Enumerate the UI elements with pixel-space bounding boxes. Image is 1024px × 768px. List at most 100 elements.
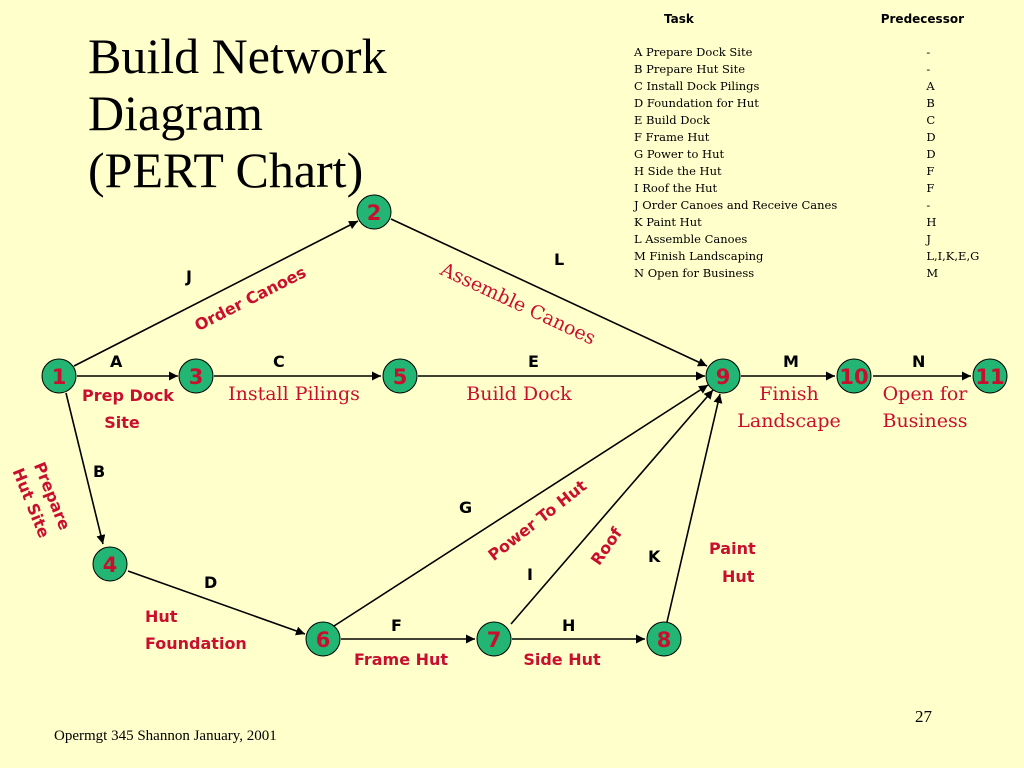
activity-letter-a: A — [110, 352, 123, 371]
predecessor-cell: F — [926, 181, 935, 195]
node-number: 3 — [189, 365, 204, 389]
activity-labels-serif: Install Pilings Build Dock Finish Landsc… — [228, 258, 968, 432]
slide-title: Build Network Diagram (PERT Chart) — [88, 28, 387, 199]
activity-letter-k: K — [648, 547, 661, 566]
task-cell: D Foundation for Hut — [634, 96, 759, 110]
open-for-business-label-line1: Open for — [883, 383, 969, 405]
slide-footer: Opermgt 345 Shannon January, 2001 — [54, 728, 277, 744]
task-cell: H Side the Hut — [634, 164, 722, 178]
predecessor-cell: - — [926, 198, 931, 212]
table-row: D Foundation for Hut B — [634, 95, 1004, 112]
node-5: 5 — [382, 358, 418, 394]
predecessor-cell: D — [926, 147, 936, 161]
node-number: 7 — [487, 628, 502, 652]
activity-letter-g: G — [459, 498, 472, 517]
hut-foundation-label-line2: Foundation — [145, 634, 247, 653]
install-pilings-label: Install Pilings — [228, 383, 360, 405]
arrow-g — [333, 384, 709, 627]
activity-letter-b: B — [93, 462, 105, 481]
open-for-business-label-line2: Business — [882, 410, 967, 432]
arrow-b — [65, 392, 106, 545]
predecessor-cell: F — [926, 164, 935, 178]
predecessor-cell: B — [926, 96, 935, 110]
node-2: 2 — [356, 194, 392, 230]
finish-landscape-label-line2: Landscape — [737, 410, 840, 432]
table-row: G Power to Hut D — [634, 146, 1004, 163]
node-11: 11 — [972, 358, 1008, 394]
prep-dock-site-label-line2: Site — [104, 413, 140, 432]
node-7: 7 — [476, 621, 512, 657]
paint-hut-label-line2: Hut — [722, 567, 755, 586]
table-row: N Open for Business M — [634, 265, 1004, 282]
predecessor-cell: - — [926, 45, 931, 59]
table-header-row: Task Predecessor — [634, 12, 1004, 44]
build-dock-label: Build Dock — [466, 383, 572, 405]
arrow-i — [510, 389, 714, 625]
node-8: 8 — [646, 621, 682, 657]
predecessor-cell: L,I,K,E,G — [926, 249, 980, 263]
predecessor-cell: M — [926, 266, 939, 280]
table-row: E Build Dock C — [634, 112, 1004, 129]
table-row: H Side the Hut F — [634, 163, 1004, 180]
node-number: 4 — [103, 553, 118, 577]
node-4: 4 — [92, 546, 128, 582]
activity-letter-l: L — [554, 250, 564, 269]
arrow-k — [666, 393, 723, 623]
task-cell: F Frame Hut — [634, 130, 710, 144]
page-number: 27 — [915, 707, 932, 726]
activity-letter-f: F — [391, 616, 402, 635]
task-cell: K Paint Hut — [634, 215, 702, 229]
activity-labels-bold: Prep Dock Site Prepare Hut Site Order Ca… — [9, 262, 756, 669]
slide-title-line: Diagram — [88, 85, 263, 141]
node-6: 6 — [305, 621, 341, 657]
activity-letter-d: D — [204, 573, 217, 592]
order-canoes-label: Order Canoes — [191, 262, 309, 335]
task-cell: N Open for Business — [634, 266, 755, 280]
table-row: F Frame Hut D — [634, 129, 1004, 146]
node-1: 1 — [41, 358, 77, 394]
table-row: J Order Canoes and Receive Canes - — [634, 197, 1004, 214]
task-cell: L Assemble Canoes — [634, 232, 748, 246]
predecessor-cell: J — [926, 232, 931, 246]
network-nodes: 1 2 3 4 5 6 7 8 — [41, 194, 1008, 657]
table-row: A Prepare Dock Site - — [634, 44, 1004, 61]
node-10: 10 — [836, 358, 872, 394]
predecessor-cell: C — [926, 113, 936, 127]
predecessor-cell: - — [926, 62, 931, 76]
activity-letters: A B C D E F G H I J K L M N — [93, 250, 925, 635]
activity-letter-h: H — [562, 616, 575, 635]
arrow-l — [390, 218, 708, 367]
task-cell: A Prepare Dock Site — [634, 45, 753, 59]
slide-title-line: (PERT Chart) — [88, 142, 364, 198]
task-cell: G Power to Hut — [634, 147, 725, 161]
task-cell: I Roof the Hut — [634, 181, 718, 195]
node-number: 5 — [393, 365, 408, 389]
frame-hut-label: Frame Hut — [354, 650, 448, 669]
task-cell: J Order Canoes and Receive Canes — [634, 198, 838, 212]
arrow-j — [73, 220, 359, 367]
node-number: 9 — [716, 365, 731, 389]
table-row: I Roof the Hut F — [634, 180, 1004, 197]
node-number: 11 — [975, 365, 1004, 389]
node-number: 2 — [367, 201, 382, 225]
node-number: 10 — [839, 365, 868, 389]
slide-title-line: Build Network — [88, 28, 387, 84]
activity-letter-j: J — [185, 267, 192, 286]
hut-foundation-label-line1: Hut — [145, 607, 178, 626]
predecessor-cell: D — [926, 130, 936, 144]
arrow-d — [127, 570, 306, 636]
activity-letter-i: I — [527, 565, 533, 584]
node-3: 3 — [178, 358, 214, 394]
node-number: 8 — [657, 628, 672, 652]
predecessor-cell: H — [926, 215, 937, 229]
task-cell: B Prepare Hut Site — [634, 62, 746, 76]
task-cell: E Build Dock — [634, 113, 710, 127]
task-column-header: Task — [664, 12, 694, 26]
node-9: 9 — [705, 358, 741, 394]
task-cell: C Install Dock Pilings — [634, 79, 760, 93]
task-predecessor-table: Task Predecessor A Prepare Dock Site - B … — [634, 12, 1004, 282]
prep-dock-site-label-line1: Prep Dock — [82, 386, 174, 405]
